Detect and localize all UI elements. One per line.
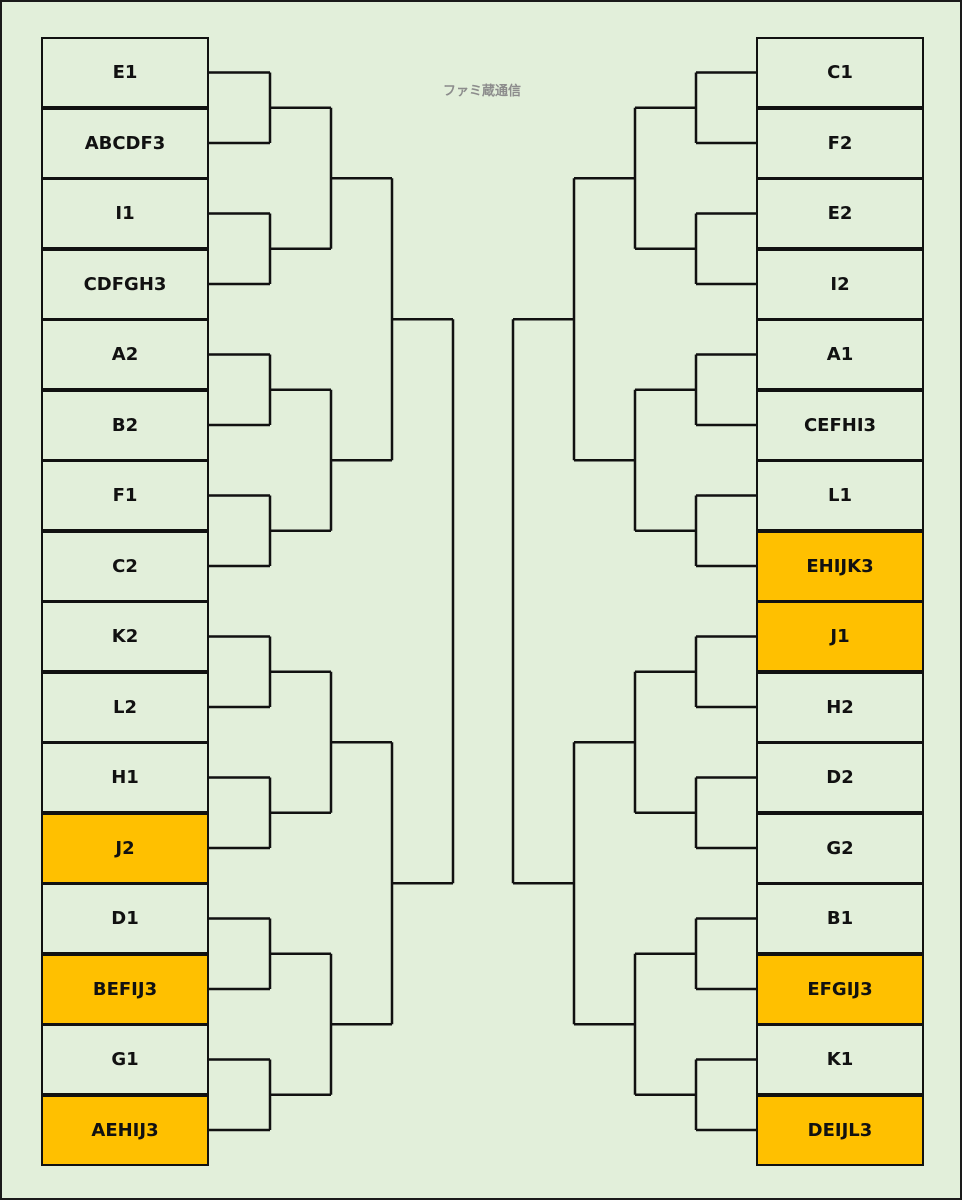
right-bracket-connector — [572, 741, 635, 1026]
right-bracket-connector — [694, 212, 757, 286]
right-team-slot: L1 — [756, 460, 924, 531]
left-team-slot: K2 — [41, 601, 209, 672]
right-team-slot: CEFHI3 — [756, 389, 924, 461]
right-bracket-connector — [633, 952, 696, 1096]
left-team-slot: F1 — [41, 460, 209, 531]
right-bracket-connector — [633, 670, 696, 814]
right-team-slot: J1 — [756, 601, 924, 672]
left-bracket-connector — [331, 177, 394, 462]
left-team-slot: J2 — [41, 812, 209, 884]
right-team-slot: H2 — [756, 671, 924, 743]
right-bracket-connector — [694, 917, 757, 991]
right-team-slot: D2 — [756, 742, 924, 813]
left-team-slot: E1 — [41, 37, 209, 108]
left-team-slot: H1 — [41, 742, 209, 813]
right-team-slot: C1 — [756, 37, 924, 108]
right-team-slot: EHIJK3 — [756, 530, 924, 602]
left-bracket-connector — [270, 952, 333, 1096]
left-team-slot: ABCDF3 — [41, 107, 209, 179]
left-bracket-connector — [209, 1058, 272, 1132]
left-bracket-connector — [209, 917, 272, 991]
right-team-slot: F2 — [756, 107, 924, 179]
right-bracket-connector — [694, 353, 757, 427]
left-team-slot: I1 — [41, 178, 209, 249]
right-bracket-connector — [694, 635, 757, 709]
right-team-slot: A1 — [756, 319, 924, 390]
left-bracket-connector — [392, 318, 455, 885]
left-team-slot: G1 — [41, 1024, 209, 1095]
left-team-slot: B2 — [41, 389, 209, 461]
left-team-slot: L2 — [41, 671, 209, 743]
left-bracket-connector — [270, 388, 333, 532]
right-bracket-connector — [633, 106, 696, 250]
left-bracket-connector — [209, 776, 272, 850]
left-team-slot: CDFGH3 — [41, 248, 209, 320]
left-bracket-connector — [209, 212, 272, 286]
left-bracket-connector — [331, 741, 394, 1026]
right-team-slot: EFGIJ3 — [756, 953, 924, 1025]
right-bracket-connector — [633, 388, 696, 532]
left-team-slot: AEHIJ3 — [41, 1094, 209, 1166]
right-bracket-connector — [694, 776, 757, 850]
site-title: ファミ蔵通信 — [442, 84, 521, 99]
left-bracket-connector — [209, 71, 272, 145]
right-team-slot: E2 — [756, 178, 924, 249]
right-bracket-connector — [694, 494, 757, 568]
left-team-slot: C2 — [41, 530, 209, 602]
right-team-slot: I2 — [756, 248, 924, 320]
left-bracket-connector — [209, 494, 272, 568]
right-bracket-connector — [694, 71, 757, 145]
right-team-slot: B1 — [756, 883, 924, 954]
left-team-slot: D1 — [41, 883, 209, 954]
right-team-slot: K1 — [756, 1024, 924, 1095]
left-bracket-connector — [270, 670, 333, 814]
left-bracket-connector — [209, 353, 272, 427]
left-bracket-connector — [270, 106, 333, 250]
right-bracket-connector — [694, 1058, 757, 1132]
right-team-slot: G2 — [756, 812, 924, 884]
right-bracket-connector — [511, 318, 574, 885]
right-team-slot: DEIJL3 — [756, 1094, 924, 1166]
left-team-slot: A2 — [41, 319, 209, 390]
left-bracket-connector — [209, 635, 272, 709]
right-bracket-connector — [572, 177, 635, 462]
left-team-slot: BEFIJ3 — [41, 953, 209, 1025]
